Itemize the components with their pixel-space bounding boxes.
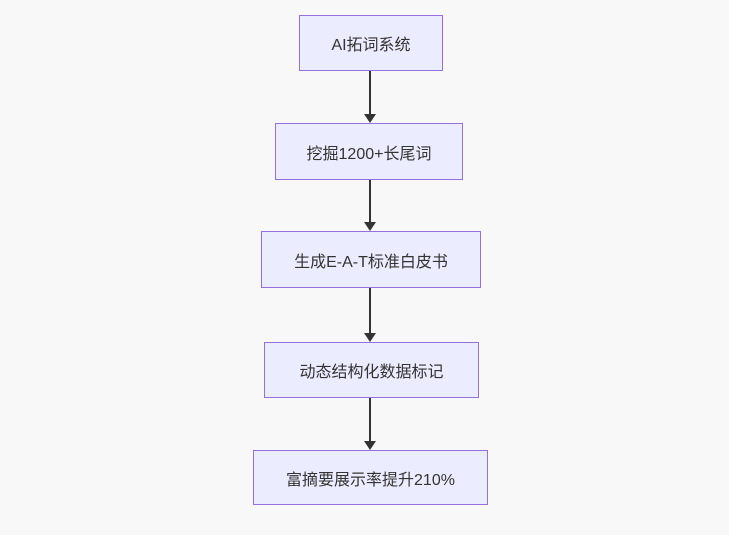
node-label: 动态结构化数据标记 <box>299 364 444 381</box>
flowchart-node-rich-snippet-result: 富摘要展示率提升210% <box>253 450 488 505</box>
arrowhead-icon <box>364 333 376 342</box>
arrowhead-icon <box>364 222 376 231</box>
node-label: 生成E-A-T标准白皮书 <box>294 253 448 271</box>
arrowhead-icon <box>364 114 376 123</box>
node-label: 富摘要展示率提升210% <box>286 471 455 489</box>
edge-line-n2-n3 <box>369 180 371 222</box>
flowchart-node-eat-whitepaper: 生成E-A-T标准白皮书 <box>261 231 481 288</box>
node-label: 挖掘1200+长尾词 <box>306 145 432 163</box>
arrowhead-icon <box>364 441 376 450</box>
edge-line-n1-n2 <box>369 71 371 114</box>
flowchart-node-structured-data: 动态结构化数据标记 <box>264 342 479 398</box>
edge-line-n4-n5 <box>369 398 371 441</box>
edge-line-n3-n4 <box>369 288 371 333</box>
flowchart-node-ai-word-system: AI拓词系统 <box>299 15 443 71</box>
flowchart-node-longtail-mining: 挖掘1200+长尾词 <box>275 123 463 180</box>
node-label: AI拓词系统 <box>331 37 411 54</box>
